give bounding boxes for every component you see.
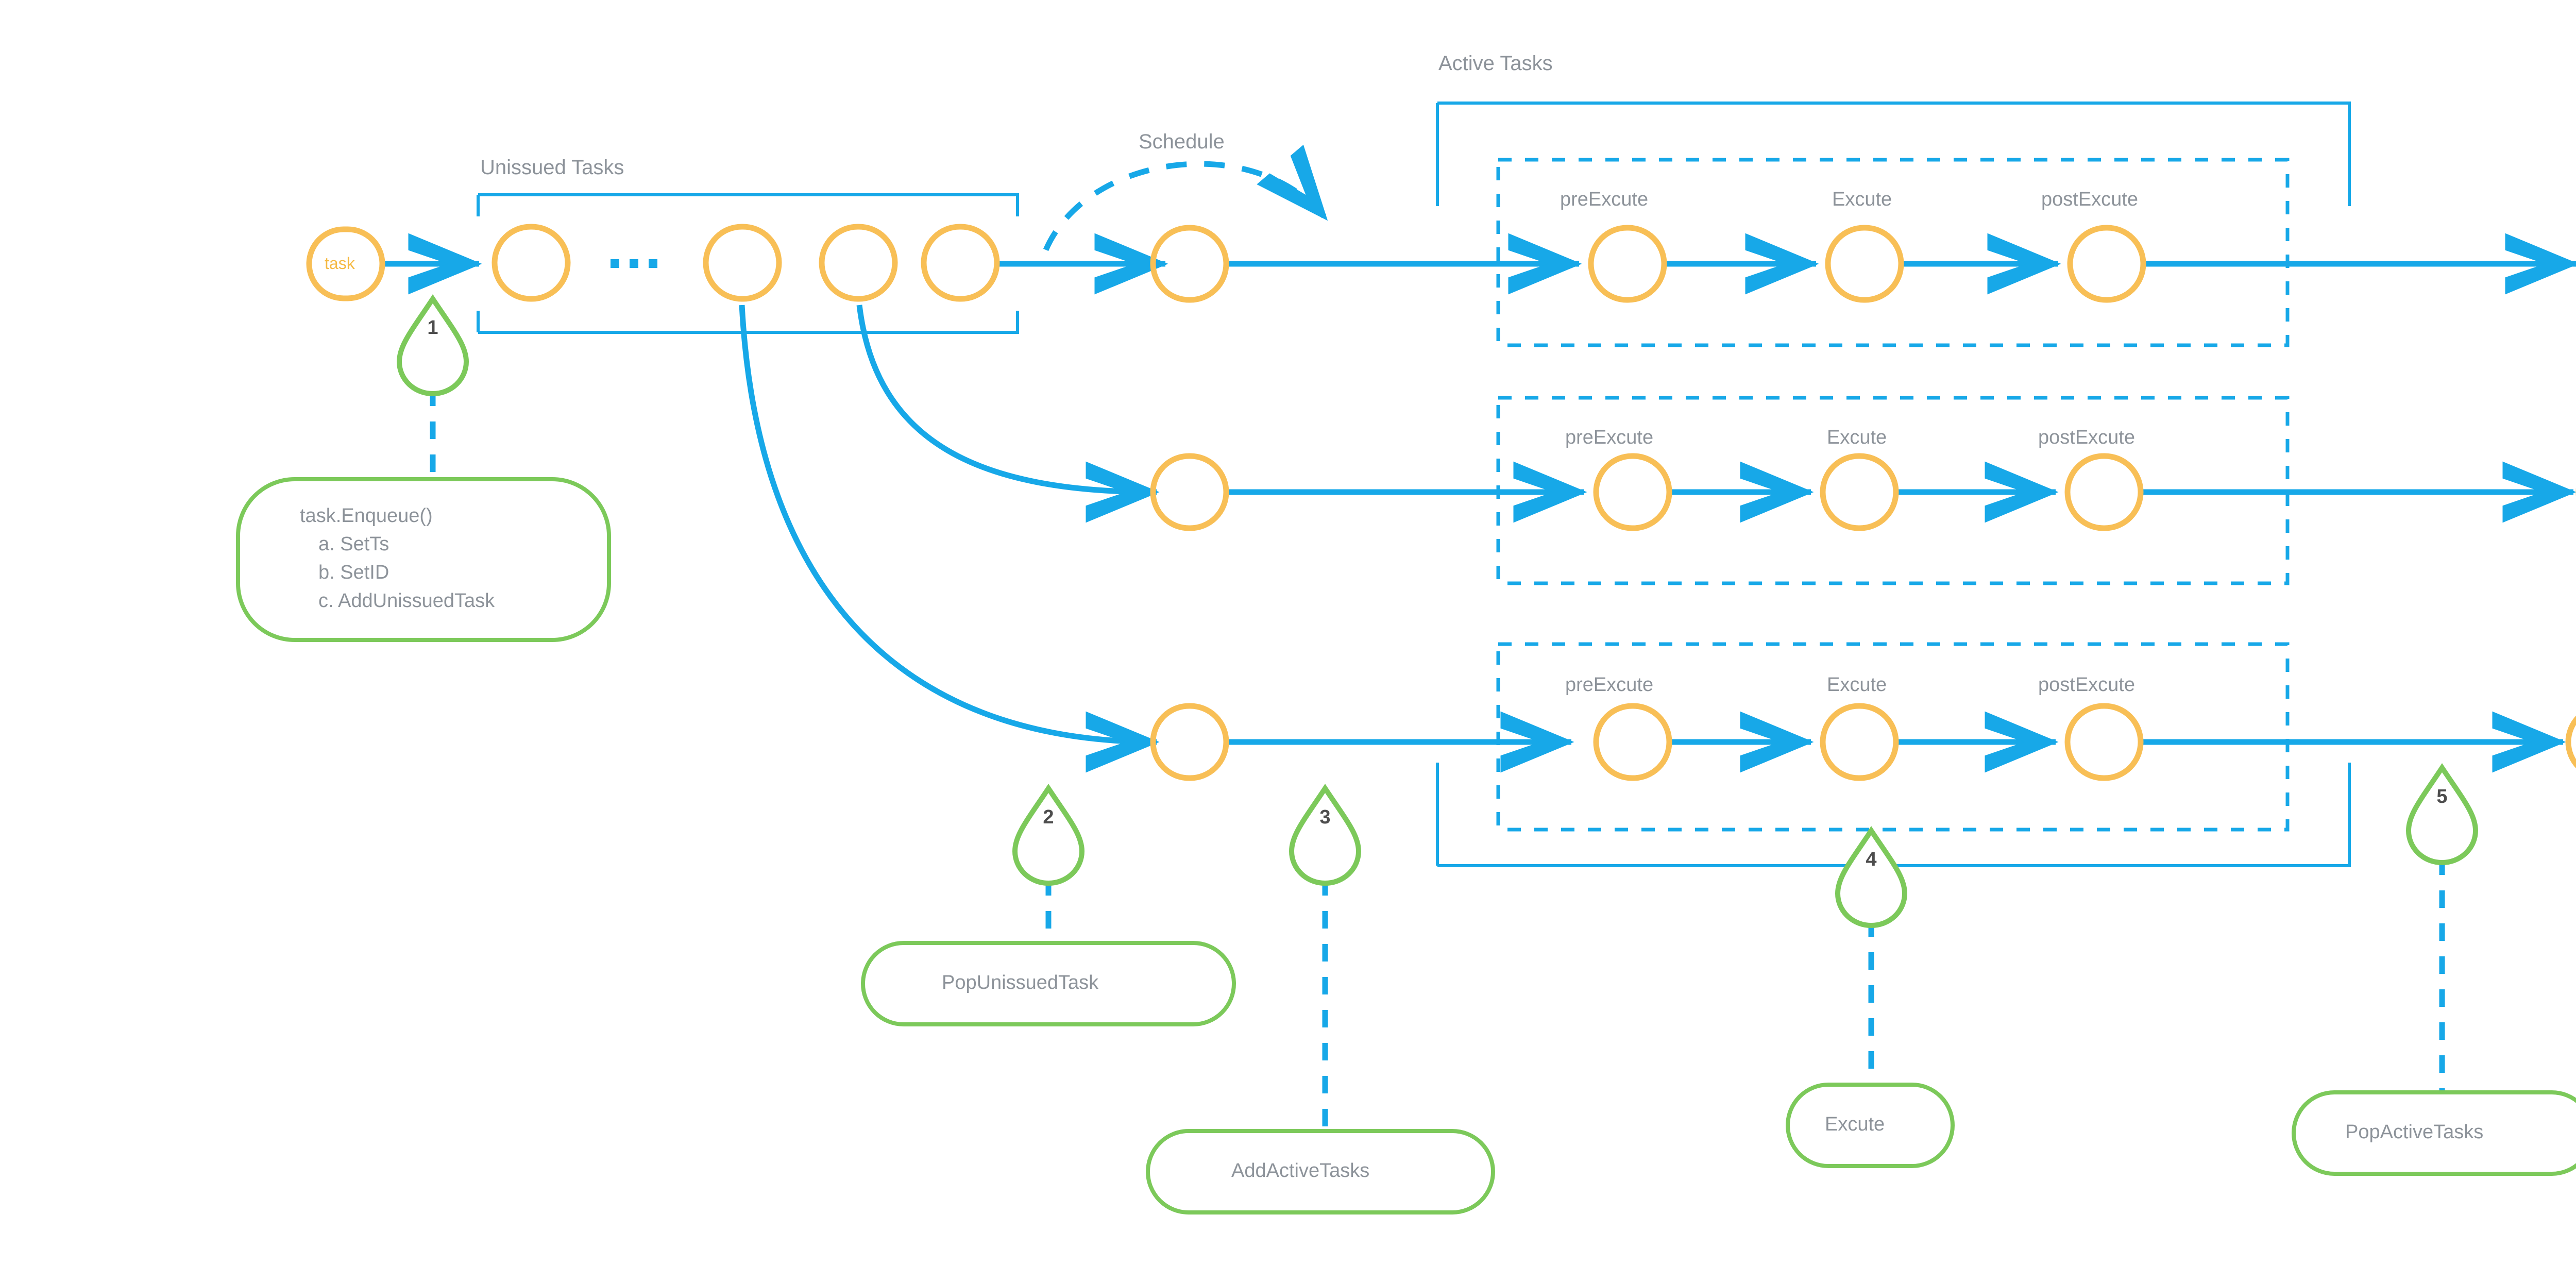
node-r1-excute — [1825, 225, 1904, 303]
callout-addactive-box — [1146, 1129, 1495, 1214]
node-r2-preexcute — [1593, 453, 1672, 531]
badge-1-number: 1 — [427, 317, 438, 339]
active-tasks-bracket — [1436, 102, 2351, 867]
callout-popunissuedtask-label: PopUnissuedTask — [942, 972, 1099, 993]
badge-2-number: 2 — [1043, 806, 1054, 828]
node-scheduled-2 — [1150, 453, 1229, 531]
stage-label-r3-post: postExcute — [2038, 674, 2135, 696]
callout-boxes — [236, 477, 2576, 1214]
callout-addactivetasks-label: AddActiveTasks — [1231, 1160, 1370, 1182]
queue-ellipsis-dots — [611, 259, 657, 268]
node-unissued-3 — [819, 224, 898, 302]
node-r3-postexcute — [2064, 703, 2144, 781]
node-r1-preexcute — [1588, 225, 1667, 303]
stage-label-r1-post: postExcute — [2041, 189, 2138, 210]
badge-4-shape — [1835, 825, 1908, 928]
callout-enqueue-step-a: a. SetTs — [318, 533, 389, 555]
schedule-arc — [1043, 144, 1328, 251]
stage-label-r2-post: postExcute — [2038, 427, 2135, 448]
node-unissued-1 — [492, 224, 571, 302]
stage-label-r2-main: Excute — [1827, 427, 1887, 448]
callout-popactivetasks-label: PopActiveTasks — [2345, 1121, 2484, 1143]
task-nodes — [306, 224, 2576, 781]
badge-3-number: 3 — [1319, 806, 1331, 828]
badge-5-shape — [2405, 763, 2479, 865]
badge-3-shape — [1289, 783, 1362, 886]
callout-excute-box — [1786, 1083, 1955, 1168]
row-2-flow — [856, 305, 2576, 523]
callout-enqueue-title: task.Enqueue() — [300, 505, 433, 527]
node-scheduled-3 — [1150, 703, 1229, 781]
stage-label-r2-pre: preExcute — [1565, 427, 1654, 448]
node-scheduled-1 — [1150, 225, 1229, 303]
node-unissued-2 — [703, 224, 782, 302]
callout-enqueue-step-b: b. SetID — [318, 562, 389, 583]
unissued-tasks-label: Unissued Tasks — [480, 156, 624, 179]
stage-label-r3-pre: preExcute — [1565, 674, 1654, 696]
active-tasks-label: Active Tasks — [1438, 52, 1553, 75]
callout-enqueue-box — [236, 477, 611, 642]
stage-label-r1-main: Excute — [1832, 189, 1892, 210]
badge-2-shape — [1012, 783, 1085, 886]
node-r3-excute — [1820, 703, 1899, 781]
node-unissued-4 — [921, 224, 1000, 302]
badge-4-number: 4 — [1866, 849, 1877, 870]
schedule-label: Schedule — [1139, 130, 1225, 153]
step-badges — [396, 294, 2479, 928]
callout-popunissued-box — [861, 941, 1236, 1026]
badge-1-shape — [396, 294, 469, 396]
node-done-3 — [2565, 715, 2576, 769]
node-r2-postexcute — [2064, 453, 2144, 531]
row-1-flow — [381, 233, 2576, 295]
row-3-flow — [739, 305, 2566, 773]
node-r2-excute — [1820, 453, 1899, 531]
stage-label-r1-pre: preExcute — [1560, 189, 1649, 210]
unissued-tasks-bracket — [477, 193, 1019, 334]
callout-excute-label: Excute — [1825, 1114, 1885, 1135]
node-r1-postexcute — [2067, 225, 2146, 303]
callout-enqueue-step-c: c. AddUnissuedTask — [318, 590, 495, 612]
node-task — [306, 226, 385, 301]
badge-5-number: 5 — [2436, 786, 2448, 807]
callout-popactive-box — [2292, 1090, 2576, 1176]
node-r3-preexcute — [1593, 703, 1672, 781]
task-node-label: task — [325, 254, 355, 273]
stage-label-r3-main: Excute — [1827, 674, 1887, 696]
